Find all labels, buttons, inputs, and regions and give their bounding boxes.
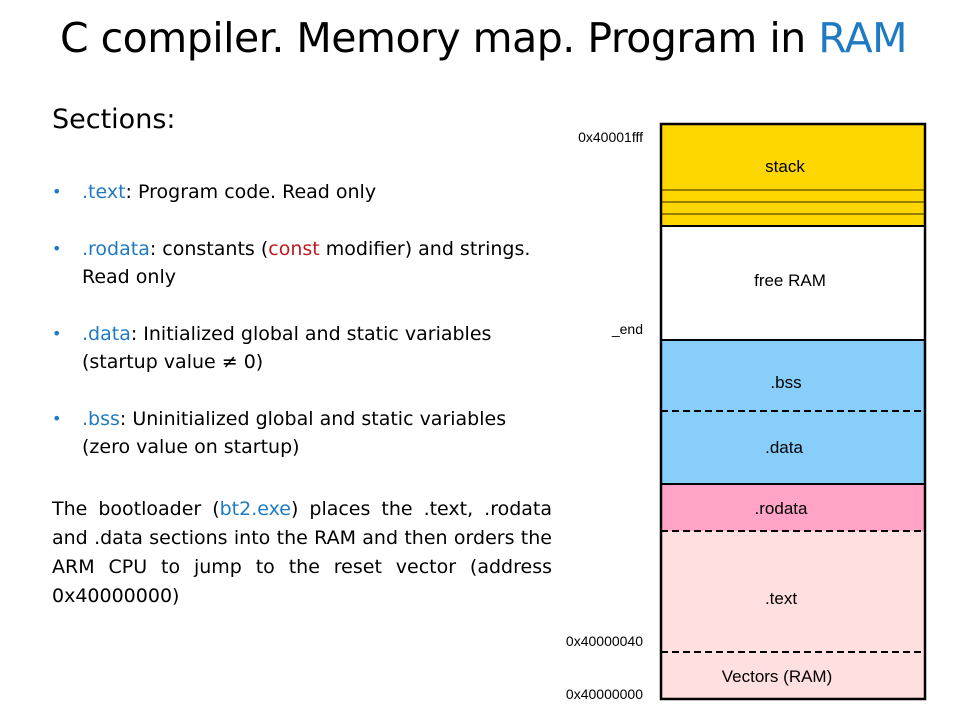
bullet-desc: : constants (: [149, 238, 269, 260]
bullet-rodata: • .rodata: constants (const modifier) an…: [52, 235, 552, 291]
para-before: The bootloader (: [52, 498, 220, 520]
bullet-term: .text: [82, 181, 126, 203]
address-base: 0x40000000: [566, 686, 643, 702]
bootloader-name: bt2.exe: [219, 498, 291, 520]
region-rodata: [661, 484, 925, 531]
label-rodata: .rodata: [755, 499, 808, 518]
address-vectors-end: 0x40000040: [566, 633, 643, 649]
sections-list: • .text: Program code. Read only • .roda…: [52, 178, 552, 490]
region-vectors: [661, 652, 925, 699]
bullet-icon: •: [52, 324, 62, 343]
region-stack: [661, 124, 925, 226]
label-text: .text: [765, 589, 797, 608]
label-data: .data: [765, 438, 803, 457]
sections-heading: Sections:: [52, 104, 176, 135]
bullet-text: • .text: Program code. Read only: [52, 178, 552, 206]
bullet-data: • .data: Initialized global and static v…: [52, 320, 552, 376]
bootloader-paragraph: The bootloader (bt2.exe) places the .tex…: [52, 495, 552, 611]
bullet-icon: •: [52, 239, 62, 258]
bullet-desc-cont: modifier) and strings. Read only: [82, 238, 531, 288]
bullet-desc: : Uninitialized global and static variab…: [82, 408, 507, 458]
bullet-icon: •: [52, 182, 62, 201]
address-top: 0x40001fff: [578, 129, 643, 145]
label-stack: stack: [765, 157, 805, 176]
bullet-desc: : Initialized global and static variable…: [82, 323, 492, 373]
para-after: ) places the .text, .rodata and .data se…: [52, 498, 553, 607]
label-free-ram: free RAM: [754, 271, 826, 290]
region-bss: [661, 340, 925, 411]
bullet-term: .data: [82, 323, 131, 345]
region-data: [661, 411, 925, 484]
bullet-term: .bss: [82, 408, 120, 430]
label-vectors: Vectors (RAM): [722, 667, 833, 686]
bullet-desc: : Program code. Read only: [125, 181, 377, 203]
bullet-term: .rodata: [82, 238, 150, 260]
title-accent: RAM: [818, 14, 908, 62]
region-text: [661, 531, 925, 652]
slide-title: C compiler. Memory map. Program in RAM: [0, 14, 967, 62]
region-free-ram: [661, 226, 925, 340]
label-bss: .bss: [770, 373, 801, 392]
title-main: C compiler. Memory map. Program in: [59, 14, 819, 62]
const-keyword: const: [268, 238, 320, 260]
address-end-symbol: _end: [611, 321, 643, 337]
memory-map-border: [659, 122, 927, 701]
bullet-bss: • .bss: Uninitialized global and static …: [52, 405, 552, 461]
bullet-icon: •: [52, 409, 62, 428]
